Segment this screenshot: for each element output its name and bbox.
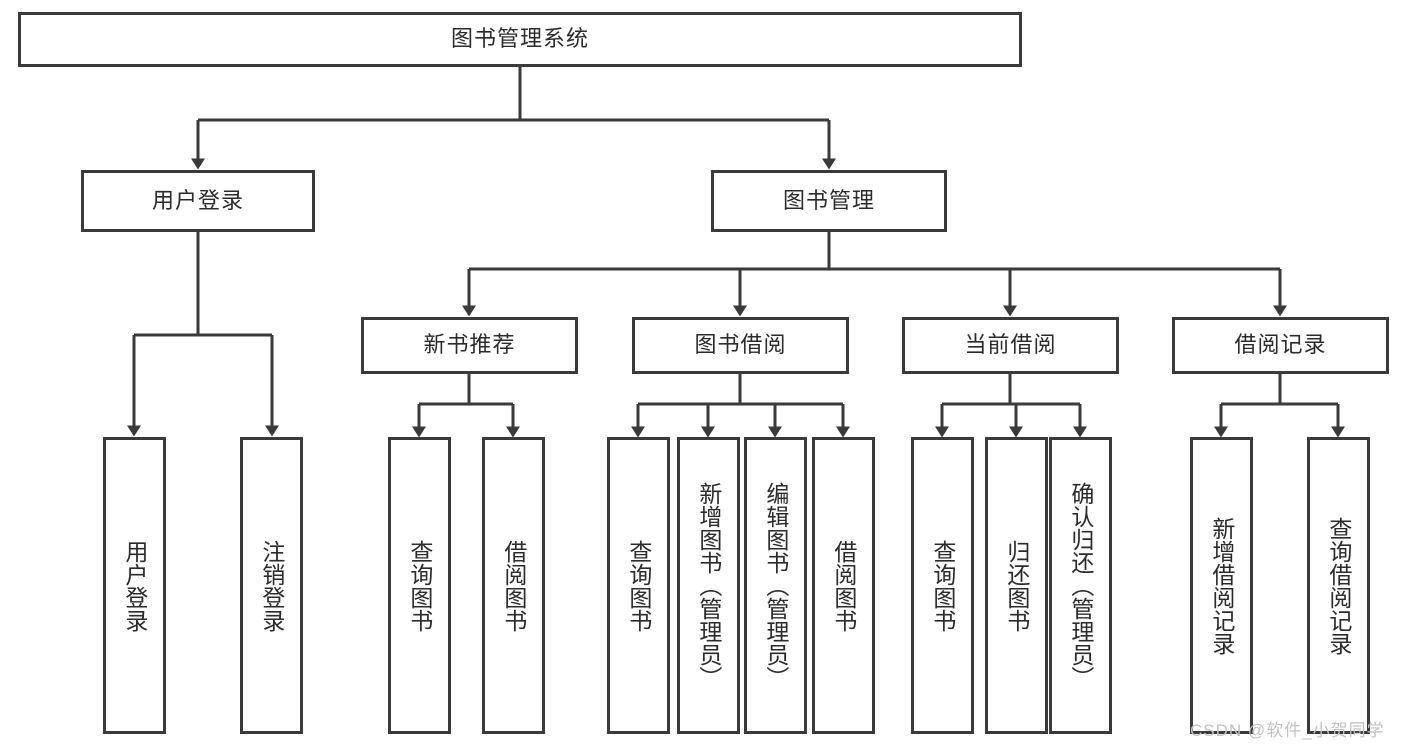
node-leaf-borrow-book-1-label: 借阅图书 [500, 539, 527, 632]
node-book-borrow-label: 图书借阅 [694, 332, 787, 358]
node-leaf-query-book-2-label: 查询图书 [625, 539, 652, 632]
node-root[interactable]: 图书管理系统 [18, 12, 1022, 67]
node-book-manage-label: 图书管理 [782, 187, 875, 213]
node-leaf-return-book[interactable]: 归还图书 [985, 437, 1048, 734]
node-borrow-record-label: 借阅记录 [1234, 332, 1327, 358]
node-root-label: 图书管理系统 [450, 26, 589, 52]
node-book-borrow[interactable]: 图书借阅 [632, 317, 849, 374]
node-new-book-recommend-label: 新书推荐 [423, 332, 516, 358]
node-leaf-add-record[interactable]: 新增借阅记录 [1190, 437, 1253, 734]
node-leaf-query-record-label: 查询借阅记录 [1325, 516, 1352, 655]
node-leaf-query-book-1[interactable]: 查询图书 [388, 437, 451, 734]
node-leaf-add-book[interactable]: 新增图书（管理员） [677, 437, 740, 734]
node-leaf-user-login[interactable]: 用户登录 [103, 437, 166, 734]
node-leaf-add-record-label: 新增借阅记录 [1208, 516, 1235, 655]
node-leaf-add-book-label: 新增图书（管理员） [695, 482, 722, 689]
node-borrow-record[interactable]: 借阅记录 [1172, 317, 1389, 374]
node-leaf-query-book-3-label: 查询图书 [929, 539, 956, 632]
node-leaf-logout[interactable]: 注销登录 [240, 437, 303, 734]
node-current-borrow[interactable]: 当前借阅 [902, 317, 1119, 374]
node-leaf-borrow-book-2-label: 借阅图书 [830, 539, 857, 632]
node-leaf-query-book-1-label: 查询图书 [406, 539, 433, 632]
node-new-book-recommend[interactable]: 新书推荐 [361, 317, 578, 374]
node-user-login[interactable]: 用户登录 [81, 170, 315, 232]
watermark: CSDN @软件_小贺同学 [1190, 721, 1385, 740]
node-leaf-return-book-label: 归还图书 [1003, 539, 1030, 632]
node-leaf-edit-book-label: 编辑图书（管理员） [762, 482, 789, 689]
node-leaf-query-book-3[interactable]: 查询图书 [911, 437, 974, 734]
node-leaf-confirm-return-label: 确认归还（管理员） [1067, 482, 1094, 689]
node-leaf-confirm-return[interactable]: 确认归还（管理员） [1049, 437, 1112, 734]
node-user-login-label: 用户登录 [151, 187, 244, 213]
node-leaf-user-login-label: 用户登录 [121, 539, 148, 632]
node-leaf-edit-book[interactable]: 编辑图书（管理员） [744, 437, 807, 734]
node-leaf-borrow-book-2[interactable]: 借阅图书 [812, 437, 875, 734]
node-leaf-logout-label: 注销登录 [258, 539, 285, 632]
node-book-manage[interactable]: 图书管理 [711, 170, 947, 232]
node-leaf-query-record[interactable]: 查询借阅记录 [1307, 437, 1370, 734]
node-leaf-query-book-2[interactable]: 查询图书 [607, 437, 670, 734]
node-current-borrow-label: 当前借阅 [964, 332, 1057, 358]
node-leaf-borrow-book-1[interactable]: 借阅图书 [482, 437, 545, 734]
